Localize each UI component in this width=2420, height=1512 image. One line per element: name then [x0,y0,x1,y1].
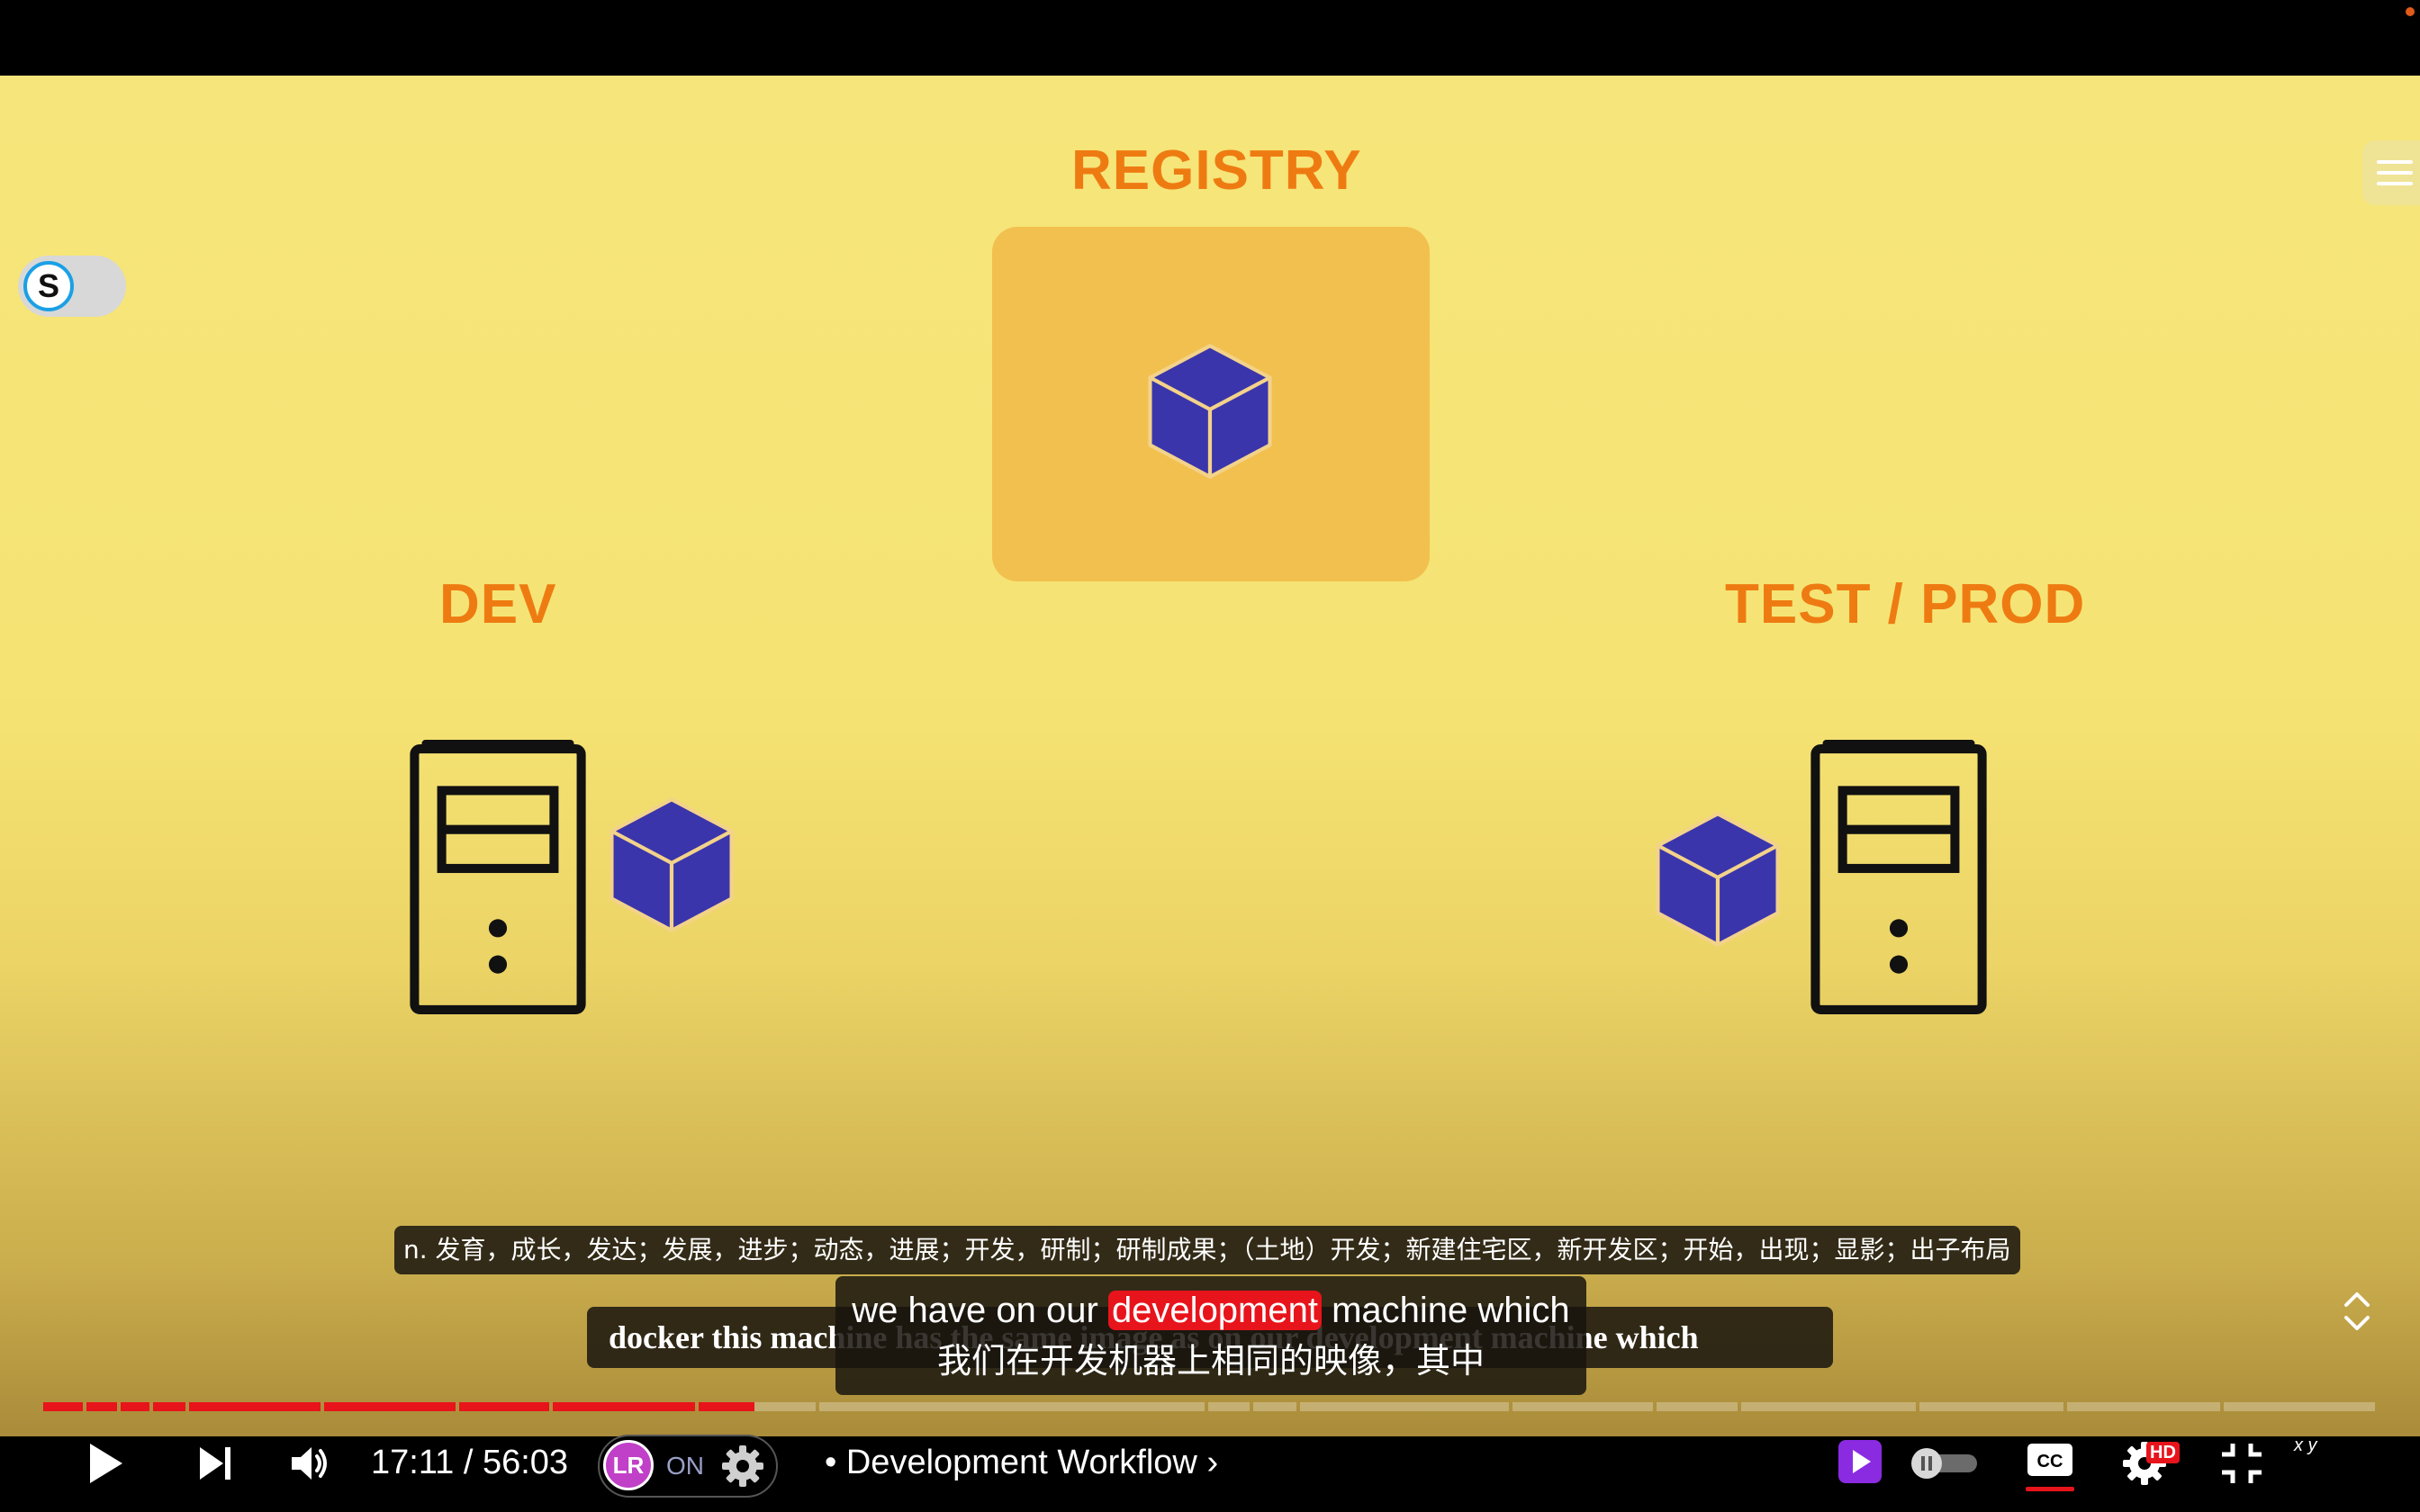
progress-segment[interactable] [2224,1402,2375,1411]
progress-segment[interactable] [1300,1402,1509,1411]
subtitle-chinese-line: 我们在开发机器上相同的映像，其中 [936,1341,1485,1381]
dictionary-popup: n. 发育，成长，发达；发展，进步；动态，进展；开发，研制；研制成果；（土地）开… [394,1226,2020,1274]
recording-dot [2406,7,2415,16]
progress-played-segment[interactable] [699,1402,754,1411]
subtitle-scroll-icon[interactable] [2341,1289,2373,1334]
gear-icon[interactable] [720,1444,765,1489]
menu-bar [2377,182,2413,185]
menu-bar [2377,171,2413,175]
skip-next-icon[interactable] [198,1444,234,1483]
extension-toggle[interactable]: S [18,256,126,317]
progress-segment[interactable] [1208,1402,1250,1411]
subtitle-text-before[interactable]: we have on our [852,1291,1098,1330]
svg-text:CC: CC [2037,1452,2063,1472]
progress-played-segment[interactable] [86,1402,117,1411]
highlighted-word[interactable]: development [1107,1291,1322,1330]
progress-played-segment[interactable] [324,1402,456,1411]
language-reactor-status: ON [666,1452,704,1480]
autoplay-toggle[interactable] [1909,1447,1981,1480]
play-icon[interactable] [86,1440,126,1487]
menu-icon[interactable] [2362,140,2420,205]
progress-played-segment[interactable] [43,1402,83,1411]
testprod-title: TEST / PROD [1725,573,2086,635]
registry-title: REGISTRY [1071,140,1362,202]
subtitle-english-line: we have on our development machine which [835,1285,1586,1336]
exit-fullscreen-icon[interactable] [2218,1440,2265,1487]
dev-server-icon [410,740,586,1014]
subtitle-text-after[interactable]: machine which [1332,1291,1570,1330]
progress-segment[interactable] [1919,1402,2063,1411]
toggle-knob: S [23,261,74,311]
language-reactor-logo[interactable]: LR [603,1440,654,1490]
hd-badge: HD [2146,1442,2180,1463]
chapter-label: • Development Workflow [825,1444,1197,1481]
progress-segment[interactable] [2067,1402,2220,1411]
captions-active-indicator [2026,1487,2074,1491]
progress-played-segment[interactable] [459,1402,549,1411]
video-frame[interactable]: REGISTRY DEV TEST / PROD S [0,76,2420,1436]
chevron-right-icon: › [1206,1444,1219,1481]
progress-played-segment[interactable] [121,1402,149,1411]
dev-title: DEV [439,573,557,635]
volume-icon[interactable] [288,1442,331,1485]
dev-image-cube [610,797,734,932]
progress-segment[interactable] [1741,1402,1916,1411]
closed-captions-icon[interactable]: CC [2026,1442,2074,1478]
progress-segment[interactable] [1253,1402,1296,1411]
prod-image-cube [1656,812,1780,947]
progress-segment[interactable] [699,1402,816,1411]
registry-image-cube [1148,344,1272,479]
top-black-bar [0,0,2420,76]
progress-segment[interactable] [819,1402,1205,1411]
chapter-title[interactable]: • Development Workflow › [825,1440,1218,1485]
progress-played-segment[interactable] [189,1402,321,1411]
progress-played-segment[interactable] [553,1402,695,1411]
player-controls [0,1436,2420,1512]
progress-bar[interactable] [43,1402,2375,1411]
xy-glyph: x y [2294,1436,2317,1455]
progress-played-segment[interactable] [153,1402,185,1411]
progress-segment[interactable] [1657,1402,1738,1411]
extension-play-icon[interactable] [1837,1438,1883,1485]
menu-bar [2377,160,2413,164]
time-display: 17:11 / 56:03 [371,1444,569,1481]
primary-subtitle: we have on our development machine which… [835,1276,1586,1395]
language-reactor-pill[interactable] [598,1435,778,1498]
progress-segment[interactable] [1512,1402,1653,1411]
prod-server-icon [1810,740,1987,1014]
